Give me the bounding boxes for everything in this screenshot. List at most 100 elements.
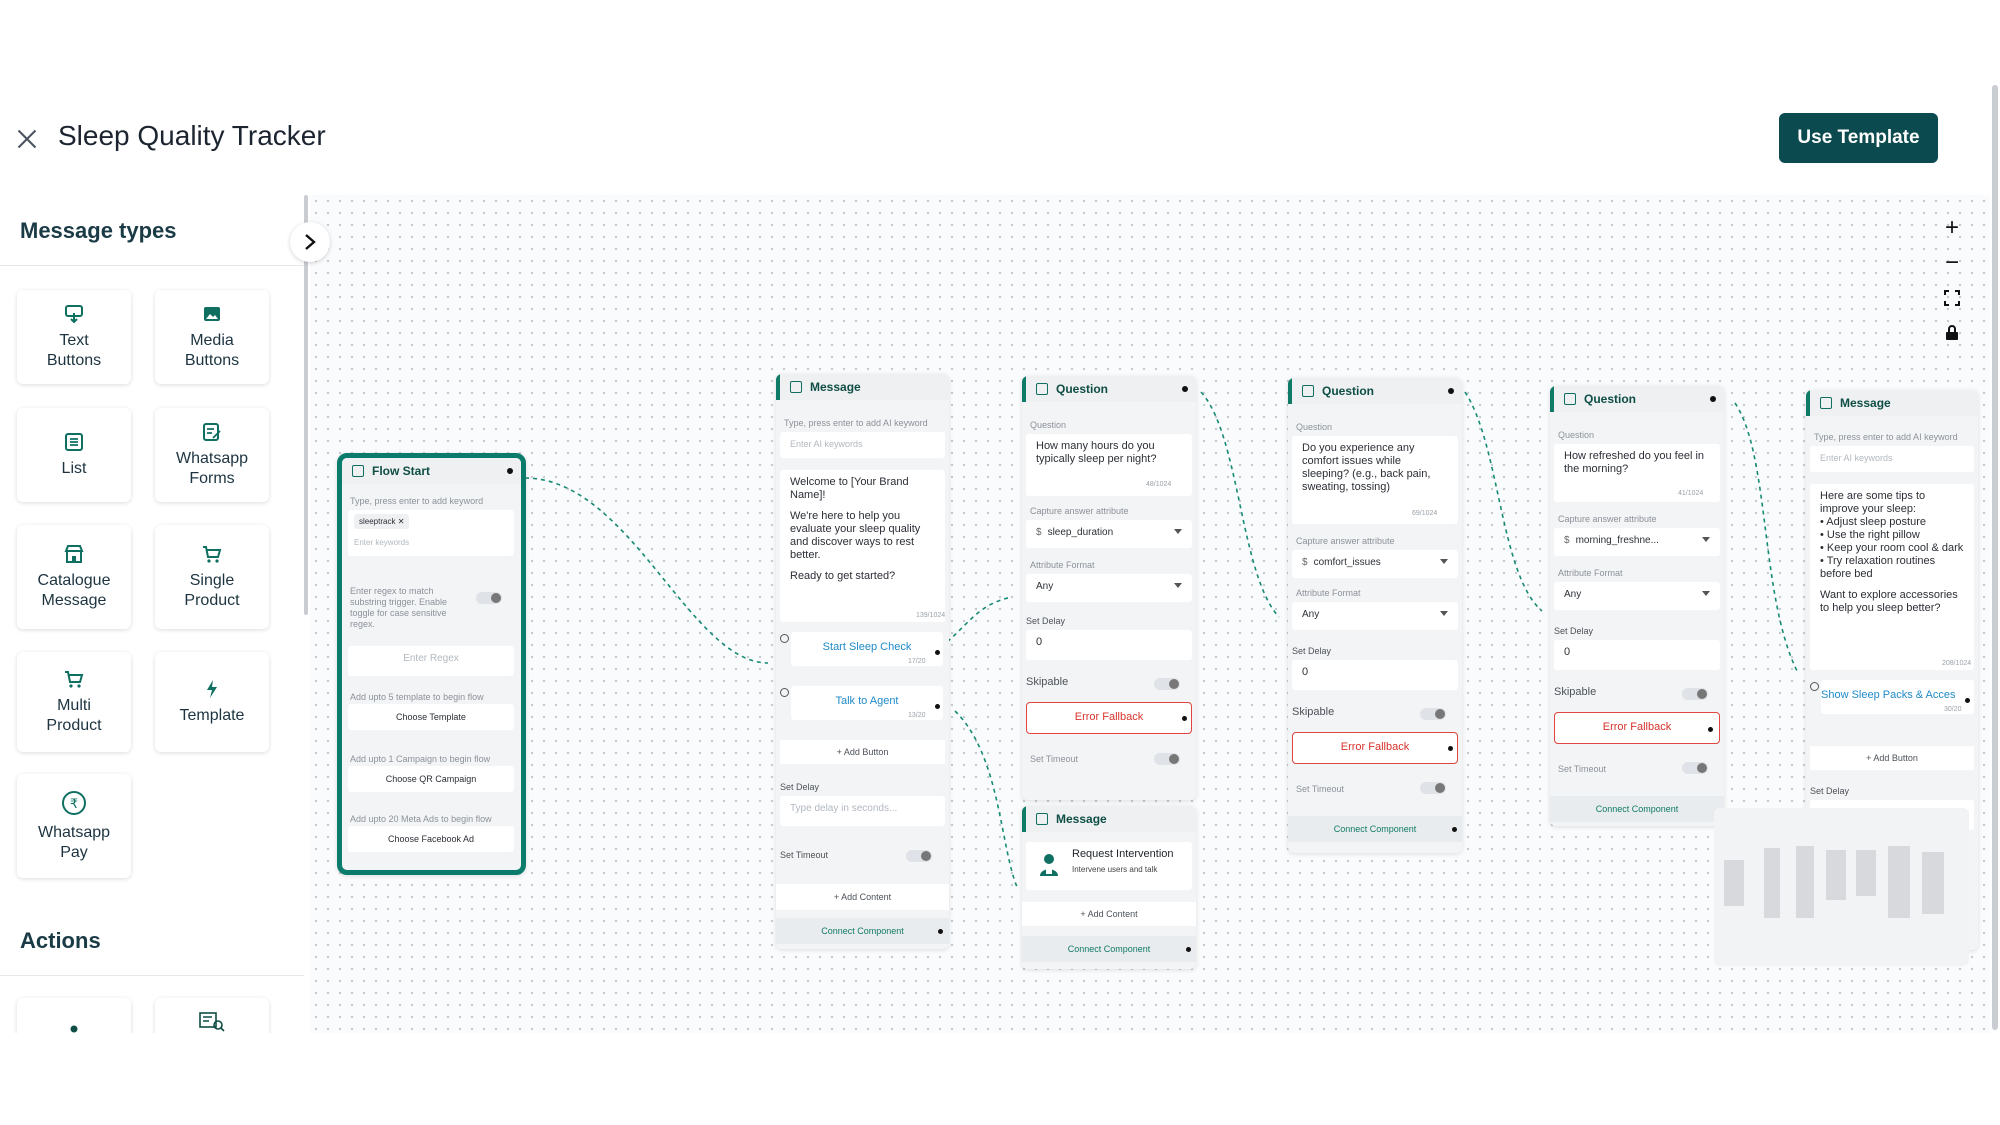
- add-content-button[interactable]: + Add Content: [776, 884, 949, 910]
- choose-ad-button[interactable]: Choose Facebook Ad: [348, 826, 514, 852]
- format-label: Attribute Format: [1030, 560, 1095, 570]
- timeout-toggle[interactable]: [1420, 782, 1446, 794]
- tile-label: Template: [179, 707, 245, 724]
- connector-handle[interactable]: [1708, 727, 1713, 732]
- question-node[interactable]: Question Question How refreshed do you f…: [1550, 386, 1724, 826]
- delay-label: Set Delay: [1554, 626, 1594, 636]
- node-title: Flow Start: [372, 464, 431, 478]
- delay-input[interactable]: 0: [1026, 630, 1192, 660]
- message-line: • Try relaxation routines before bed: [1820, 555, 1936, 580]
- fit-view-button[interactable]: [1937, 283, 1967, 313]
- message-body[interactable]: Welcome to [Your Brand Name]! We're here…: [780, 470, 945, 622]
- case-sensitive-toggle[interactable]: [476, 592, 502, 604]
- show-sleep-packs-button[interactable]: Show Sleep Packs & Acces: [1821, 680, 1974, 714]
- connect-component-button[interactable]: Connect Component: [1550, 796, 1724, 822]
- tile-text-buttons[interactable]: Text Buttons: [17, 290, 131, 384]
- format-select[interactable]: Any: [1026, 574, 1192, 602]
- connector-handle[interactable]: [1452, 827, 1457, 832]
- add-content-button[interactable]: + Add Content: [1022, 902, 1196, 926]
- connector-handle[interactable]: [1965, 698, 1970, 703]
- tile-single-product[interactable]: Single Product: [155, 525, 269, 629]
- delay-input[interactable]: 0: [1554, 640, 1720, 670]
- tile-whatsapp-pay[interactable]: ₹ Whatsapp Pay: [17, 774, 131, 878]
- skipable-toggle[interactable]: [1682, 688, 1708, 700]
- agent-icon: [1040, 854, 1058, 876]
- lock-button[interactable]: [1937, 318, 1967, 348]
- intervention-node[interactable]: Message Request Intervention Intervene u…: [1022, 806, 1196, 969]
- cart-icon: [203, 546, 222, 563]
- connector-handle[interactable]: [1182, 716, 1187, 721]
- tile-multi-product[interactable]: Multi Product: [17, 652, 131, 752]
- message-body[interactable]: Here are some tips to improve your sleep…: [1810, 484, 1974, 670]
- zoom-in-button[interactable]: +: [1944, 214, 1959, 241]
- tile-media-buttons[interactable]: Media Buttons: [155, 290, 269, 384]
- delay-label: Set Delay: [1810, 786, 1850, 796]
- connector-handle[interactable]: [935, 650, 940, 655]
- tile-whatsapp-forms[interactable]: Whatsapp Forms: [155, 408, 269, 502]
- regex-input[interactable]: Enter Regex: [348, 646, 514, 676]
- error-fallback-button[interactable]: Error Fallback: [1554, 712, 1720, 744]
- skipable-toggle[interactable]: [1154, 678, 1180, 690]
- choose-template-button[interactable]: Choose Template: [348, 704, 514, 730]
- attribute-select[interactable]: $comfort_issues: [1292, 550, 1458, 578]
- tile-label: Single Product: [184, 572, 240, 609]
- error-fallback-button[interactable]: Error Fallback: [1292, 732, 1458, 764]
- add-button[interactable]: + Add Button: [780, 740, 945, 764]
- tile-list[interactable]: List: [17, 408, 131, 502]
- question-node[interactable]: Question Question Do you experience any …: [1288, 378, 1462, 853]
- connector-lines: [524, 391, 1798, 888]
- tile-label: Whatsapp Forms: [175, 450, 249, 487]
- timeout-toggle[interactable]: [1682, 762, 1708, 774]
- flow-start-node[interactable]: Flow Start Type, press enter to add keyw…: [337, 453, 526, 875]
- request-intervention-card[interactable]: Request Intervention Intervene users and…: [1026, 842, 1192, 890]
- skipable-toggle[interactable]: [1420, 708, 1446, 720]
- lock-icon: [1946, 325, 1958, 340]
- char-counter: 69/1024: [1412, 510, 1438, 517]
- connector-handle[interactable]: [1182, 386, 1188, 392]
- start-sleep-check-button[interactable]: Start Sleep Check: [791, 632, 943, 666]
- zoom-out-button[interactable]: −: [1944, 249, 1959, 276]
- delay-input[interactable]: Type delay in seconds...: [780, 796, 945, 826]
- connect-component-button[interactable]: Connect Component: [1022, 936, 1196, 962]
- close-icon[interactable]: [14, 126, 40, 152]
- collapse-sidebar-button[interactable]: [290, 222, 330, 262]
- attribute-select[interactable]: $sleep_duration: [1026, 520, 1192, 548]
- timeout-toggle[interactable]: [1154, 753, 1180, 765]
- connector-handle[interactable]: [935, 704, 940, 709]
- choose-campaign-button[interactable]: Choose QR Campaign: [348, 766, 514, 792]
- keyword-input[interactable]: sleeptrack ✕ Enter keywords: [348, 510, 514, 556]
- skeleton-bar: [1826, 850, 1846, 900]
- connector-handle[interactable]: [938, 929, 943, 934]
- delay-label: Set Delay: [780, 782, 820, 792]
- question-text[interactable]: Do you experience any comfort issues whi…: [1292, 436, 1458, 524]
- message-node[interactable]: Message Type, press enter to add AI keyw…: [776, 374, 949, 949]
- dollar-icon: $: [1036, 527, 1042, 538]
- connect-component-button[interactable]: Connect Component: [1288, 816, 1462, 842]
- connect-component-button[interactable]: Connect Component: [776, 918, 949, 944]
- delay-input[interactable]: 0: [1292, 660, 1458, 690]
- use-template-button[interactable]: Use Template: [1779, 113, 1938, 163]
- add-button[interactable]: + Add Button: [1810, 746, 1974, 770]
- tile-template[interactable]: Template: [155, 652, 269, 752]
- ai-keyword-input[interactable]: Enter AI keywords: [1810, 446, 1974, 472]
- format-select[interactable]: Any: [1554, 582, 1720, 610]
- format-select[interactable]: Any: [1292, 602, 1458, 630]
- timeout-toggle[interactable]: [906, 850, 932, 862]
- connector-handle[interactable]: [1448, 746, 1453, 751]
- sidebar-scrollbar[interactable]: [304, 195, 308, 615]
- error-fallback-button[interactable]: Error Fallback: [1026, 702, 1192, 734]
- page-scrollbar[interactable]: [1992, 85, 1998, 1030]
- connector-handle[interactable]: [507, 468, 513, 474]
- question-text[interactable]: How many hours do you typically sleep pe…: [1026, 434, 1192, 496]
- ai-keyword-input[interactable]: Enter AI keywords: [780, 432, 945, 458]
- question-text[interactable]: How refreshed do you feel in the morning…: [1554, 444, 1720, 502]
- connector-handle[interactable]: [1448, 388, 1454, 394]
- question-node[interactable]: Question Question How many hours do you …: [1022, 376, 1196, 800]
- connector-handle[interactable]: [1186, 947, 1191, 952]
- radio-icon: [780, 634, 789, 643]
- keyword-label: Type, press enter to add keyword: [350, 496, 484, 506]
- connector-handle[interactable]: [1710, 396, 1716, 402]
- talk-to-agent-button[interactable]: Talk to Agent: [791, 686, 943, 720]
- tile-catalogue-message[interactable]: Catalogue Message: [17, 525, 131, 629]
- attribute-select[interactable]: $morning_freshne...: [1554, 528, 1720, 556]
